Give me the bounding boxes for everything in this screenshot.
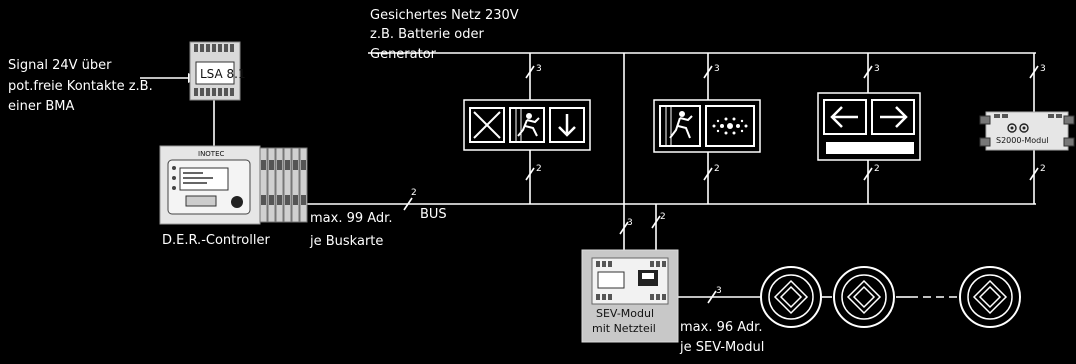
bus-label: BUS	[420, 207, 447, 222]
sev-label-line1: SEV-Modul	[596, 307, 655, 320]
wire-count-bus-3: 2	[874, 164, 880, 174]
wire-count-sev-mains: 3	[627, 218, 633, 228]
wire-count-mains-1: 3	[536, 64, 542, 74]
bus-address-line2: je Buskarte	[310, 234, 384, 249]
luminaire-3	[959, 266, 1021, 328]
arrow-left-icon	[823, 99, 867, 135]
exit-sign-2	[653, 99, 761, 153]
wire-count-mains-3: 3	[874, 64, 880, 74]
signal-label-line2: pot.freie Kontakte z.B.	[8, 79, 153, 94]
mains-label-line3: Generator	[370, 47, 437, 62]
running-man-icon	[509, 107, 545, 143]
s2000-label: S2000-Modul	[996, 136, 1049, 145]
sev-label-line2: mit Netzteil	[592, 322, 656, 335]
der-controller	[159, 145, 308, 225]
wire-count-sev-out: 3	[716, 286, 722, 296]
wire-count-mains-2: 3	[714, 64, 720, 74]
wire-count-sev-bus: 2	[660, 212, 666, 222]
wire-count-bus-4: 2	[1040, 164, 1046, 174]
flashing-arrows-icon	[705, 105, 755, 147]
luminaire-1	[760, 266, 822, 328]
lsa-label: LSA 8.1	[200, 67, 246, 81]
running-man-icon	[659, 105, 701, 147]
arrow-right-icon	[871, 99, 915, 135]
controller-brand-label: INOTEC	[198, 150, 225, 158]
wire-count-mains-4: 3	[1040, 64, 1046, 74]
arrow-down-icon	[549, 107, 585, 143]
cross-icon	[469, 107, 505, 143]
s2000-module	[979, 111, 1075, 151]
exit-sign-3	[817, 92, 921, 161]
sev-address-line2: je SEV-Modul	[680, 340, 765, 355]
wire-count-bus-1: 2	[536, 164, 542, 174]
sev-address-line1: max. 96 Adr.	[680, 320, 763, 335]
controller-label: D.E.R.-Controller	[162, 233, 270, 248]
luminaire-2	[833, 266, 895, 328]
exit-sign-1	[463, 99, 591, 151]
sev-module	[581, 249, 679, 343]
bus-address-line1: max. 99 Adr.	[310, 211, 393, 226]
lsa-module	[189, 41, 241, 101]
signal-label-line1: Signal 24V über	[8, 58, 112, 73]
wire-count-bus: 2	[411, 188, 417, 198]
mains-label-line1: Gesichertes Netz 230V	[370, 8, 519, 23]
wire-count-bus-2: 2	[714, 164, 720, 174]
mains-label-line2: z.B. Batterie oder	[370, 27, 484, 42]
signal-label-line3: einer BMA	[8, 99, 75, 114]
